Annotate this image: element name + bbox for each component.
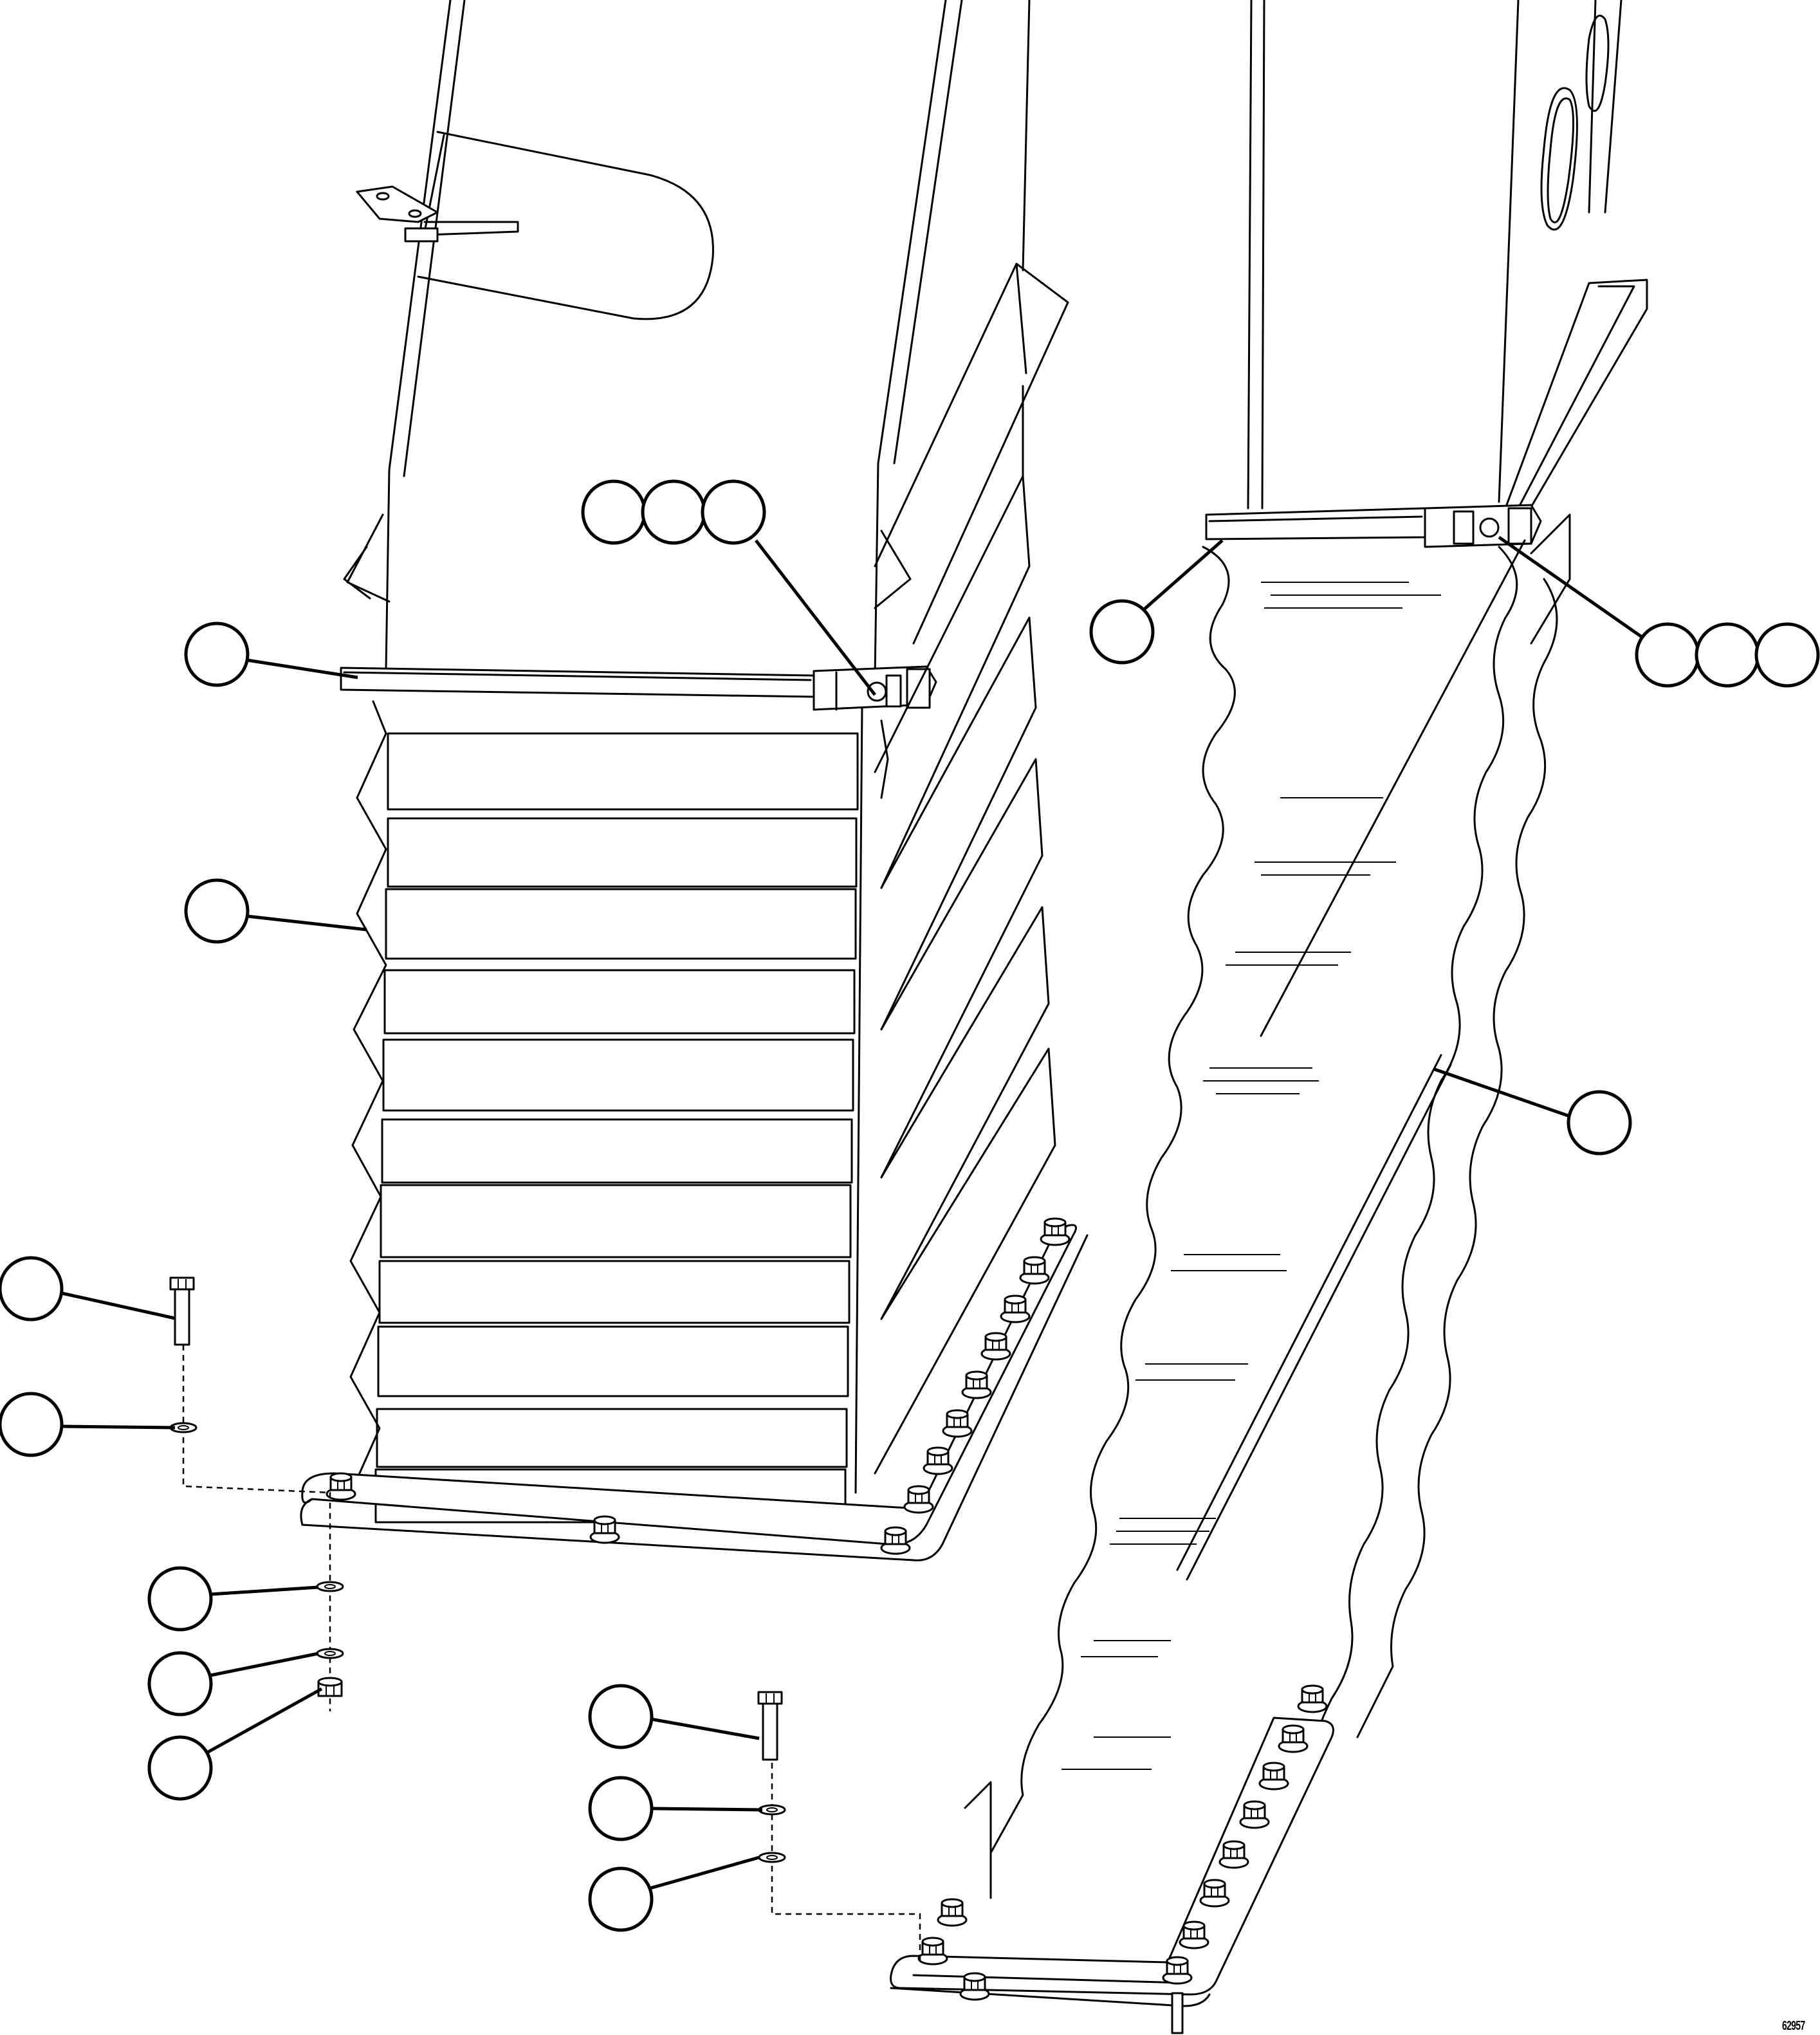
flat-washer-icon: [169, 1422, 198, 1433]
leader-line: [61, 1291, 176, 1320]
callout-circle: [147, 1735, 213, 1801]
hex-bolt-icon: [589, 1515, 620, 1544]
hex-bolt-icon: [923, 1446, 953, 1475]
callout-circle: [0, 1392, 64, 1457]
leader-line: [210, 1652, 319, 1677]
hex-bolt-icon: [880, 1526, 911, 1555]
hex-bolt-icon: [980, 1332, 1011, 1361]
hex-bolt-icon: [757, 1691, 783, 1761]
hex-bolt-icon: [326, 1472, 356, 1501]
lock-washer-icon: [316, 1648, 344, 1659]
leader-line: [1498, 535, 1643, 639]
flat-washer-icon: [758, 1852, 786, 1863]
leader-line: [1141, 539, 1224, 612]
hex-bolt-icon: [1040, 1217, 1071, 1246]
callout-circle: [147, 1566, 213, 1632]
callout-group: [0, 479, 1820, 1932]
callout-circle: [701, 479, 766, 545]
callout-circle: [184, 878, 250, 944]
leader-line: [650, 1717, 760, 1740]
callout-circle: [1089, 599, 1155, 665]
right-clamp-band: [1205, 504, 1542, 548]
hex-bolt-icon: [1179, 1920, 1209, 1949]
right-upper-chute: [1247, 0, 1648, 519]
callout-circle: [581, 479, 647, 545]
slot-openings: [1540, 14, 1610, 231]
leader-line: [650, 1807, 763, 1812]
hex-bolt-icon: [1218, 1840, 1249, 1869]
bellows-panels: [374, 732, 859, 1524]
leader-line: [205, 1687, 323, 1755]
hex-bolt-icon: [942, 1409, 973, 1438]
right-base-flange: [890, 1717, 1334, 2034]
leader-line: [1434, 1067, 1570, 1118]
callout-circle: [588, 1776, 654, 1841]
hex-bolt-icon: [169, 1276, 195, 1346]
hex-bolt-icon: [1019, 1256, 1050, 1285]
callout-circle: [588, 1866, 654, 1932]
callout-circle: [1567, 1090, 1632, 1156]
hex-bolt-icon: [1258, 1762, 1289, 1791]
hex-bolt-icon: [1278, 1724, 1309, 1753]
hex-bolt-icon: [1297, 1684, 1328, 1713]
flat-washer-icon: [316, 1581, 344, 1592]
flat-washer-icon: [758, 1804, 786, 1816]
leader-line: [755, 539, 876, 696]
hex-bolt-icon: [917, 1937, 948, 1966]
hex-bolt-icon: [961, 1370, 992, 1399]
leader-lines: [61, 535, 1643, 1890]
bellows-side-pleats: [874, 385, 1056, 1475]
door-latch: [356, 185, 519, 243]
bellows-fold-lines: [1062, 582, 1441, 1770]
assembly-path-line: [771, 1763, 921, 1962]
figure-number: 62957: [1782, 2019, 1805, 2033]
left-upper-chute: [343, 0, 1069, 677]
callout-circle: [588, 1684, 654, 1749]
callout-circle: [0, 1256, 64, 1321]
leader-line: [246, 914, 367, 932]
hex-bolt-icon: [903, 1485, 934, 1514]
callout-circle: [641, 479, 706, 545]
leader-line: [246, 658, 358, 679]
left-clamp-band: [340, 665, 937, 711]
leader-line: [210, 1585, 319, 1596]
hex-bolt-icon: [1000, 1294, 1031, 1323]
hex-bolt-icon: [1199, 1879, 1230, 1908]
leader-line: [61, 1424, 176, 1430]
callout-circle: [1695, 622, 1760, 688]
right-bellows: [989, 513, 1571, 1867]
hex-nut-icon: [317, 1677, 343, 1697]
base-bolt-group: [326, 1217, 1328, 2001]
callout-circle: [1754, 622, 1820, 688]
callout-circle: [147, 1651, 213, 1717]
exploded-hardware: [169, 1276, 921, 1962]
callout-circle: [1635, 622, 1700, 688]
hex-bolt-icon: [937, 1898, 968, 1927]
hex-bolt-icon: [1162, 1956, 1193, 1985]
hex-bolt-icon: [1239, 1800, 1270, 1829]
hex-bolt-icon: [959, 1972, 990, 2001]
leader-line: [649, 1855, 760, 1890]
left-bellows: [349, 385, 1056, 1524]
callout-circle: [184, 622, 250, 687]
